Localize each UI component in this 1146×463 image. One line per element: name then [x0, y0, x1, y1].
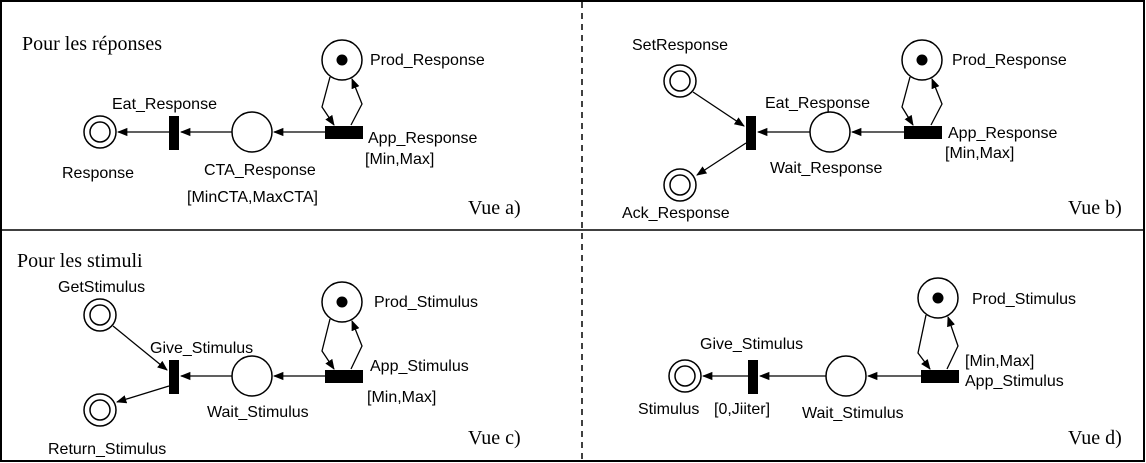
token [932, 292, 944, 304]
place-return-stimulus-inner [89, 399, 111, 421]
label-eat-response: Eat_Response [112, 96, 217, 113]
arc-prod-to-app-b [901, 76, 914, 126]
token [916, 54, 928, 66]
place-get-stimulus-inner [89, 304, 111, 326]
transition-app-stimulus-d [921, 370, 959, 383]
label-app-stimulus-d: App_Stimulus [965, 373, 1064, 390]
label-stimulus: Stimulus [638, 401, 699, 418]
transition-app-response [325, 126, 363, 139]
label-give-stimulus-d: Give_Stimulus [700, 336, 803, 353]
label-app-interval-b: [Min,Max] [945, 145, 1014, 162]
label-response: Response [62, 165, 134, 182]
label-cta-response: CTA_Response [204, 162, 316, 179]
token [336, 54, 348, 66]
place-set-response-inner [669, 70, 691, 92]
place-cta-response [231, 111, 273, 153]
arc-prod-to-app-c [321, 318, 335, 370]
transition-app-response-b [904, 126, 942, 139]
transition-eat-response [169, 116, 179, 150]
place-wait-response [809, 111, 851, 153]
panel-c-heading: Pour les stimuli [17, 250, 143, 272]
label-return-stimulus: Return_Stimulus [48, 441, 166, 458]
place-wait-stimulus-d [825, 355, 867, 397]
label-app-interval-c: [Min,Max] [367, 389, 436, 406]
place-ack-response-inner [669, 174, 691, 196]
label-wait-stimulus: Wait_Stimulus [207, 404, 309, 421]
panel-a-heading: Pour les réponses [22, 33, 162, 55]
arc-app-to-prod-c [350, 320, 363, 370]
label-cta-interval: [MinCTA,MaxCTA] [187, 189, 318, 206]
arc-prod-to-app [321, 76, 335, 126]
arc-app-to-prod-b [930, 78, 943, 126]
panel-d-vue: Vue d) [1068, 427, 1122, 449]
panel-a-vue: Vue a) [468, 197, 521, 219]
label-prod-response: Prod_Response [370, 52, 485, 69]
label-prod-stimulus: Prod_Stimulus [374, 294, 478, 311]
token [336, 296, 348, 308]
arc-give-to-return [116, 385, 170, 404]
place-stimulus-inner [674, 365, 696, 387]
label-app-stimulus: App_Stimulus [370, 358, 469, 375]
panel-d: Prod_Stimulus [Min,Max] App_Stimulus Wai… [638, 277, 1122, 449]
panel-c: Pour les stimuli GetStimulus Prod_Stimul… [17, 250, 521, 458]
arc-set-to-eat [692, 91, 745, 127]
label-app-response-b: App_Response [948, 125, 1058, 142]
place-wait-stimulus [231, 355, 273, 397]
label-wait-stimulus-d: Wait_Stimulus [802, 405, 904, 422]
label-get-stimulus: GetStimulus [58, 279, 145, 296]
label-ack-response: Ack_Response [622, 205, 730, 222]
transition-eat-response-b [746, 116, 756, 150]
arc-app-to-prod-d [946, 316, 959, 370]
panel-b: SetResponse Prod_Response App_Response [… [622, 37, 1122, 222]
arc-app-to-prod [350, 78, 363, 126]
label-wait-response: Wait_Response [770, 160, 882, 177]
panel-b-vue: Vue b) [1068, 197, 1122, 219]
label-prod-response-b: Prod_Response [952, 52, 1067, 69]
label-app-interval: [Min,Max] [365, 151, 434, 168]
label-prod-stimulus-d: Prod_Stimulus [972, 291, 1076, 308]
label-set-response: SetResponse [632, 37, 728, 54]
label-app-response: App_Response [368, 130, 478, 147]
arc-eat-to-ack [696, 142, 747, 176]
label-give-interval: [0,Jiiter] [714, 401, 770, 418]
transition-give-stimulus [169, 360, 179, 394]
place-response-inner [89, 121, 111, 143]
label-app-interval-d: [Min,Max] [965, 353, 1034, 370]
panel-c-vue: Vue c) [468, 427, 521, 449]
arc-get-to-give [112, 325, 168, 371]
panel-a: Pour les réponses Prod_Response App_Resp… [22, 33, 521, 219]
label-give-stimulus: Give_Stimulus [150, 340, 253, 357]
label-eat-response-b: Eat_Response [765, 95, 870, 112]
transition-app-stimulus [325, 370, 363, 383]
arc-prod-to-app-d [917, 314, 931, 370]
transition-give-stimulus-d [748, 360, 758, 394]
